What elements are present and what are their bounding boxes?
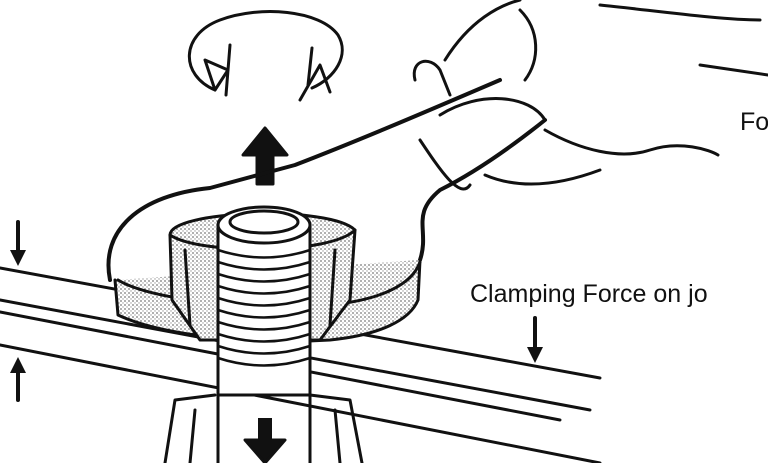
clamping-force-label: Clamping Force on jo	[470, 280, 708, 308]
rotation-arrow-icon	[187, 10, 344, 102]
bolt-head	[163, 393, 364, 463]
hand	[443, 0, 768, 186]
tension-down-arrow-icon	[243, 418, 287, 463]
force-label: Fo	[740, 108, 768, 136]
bolt	[216, 205, 312, 463]
